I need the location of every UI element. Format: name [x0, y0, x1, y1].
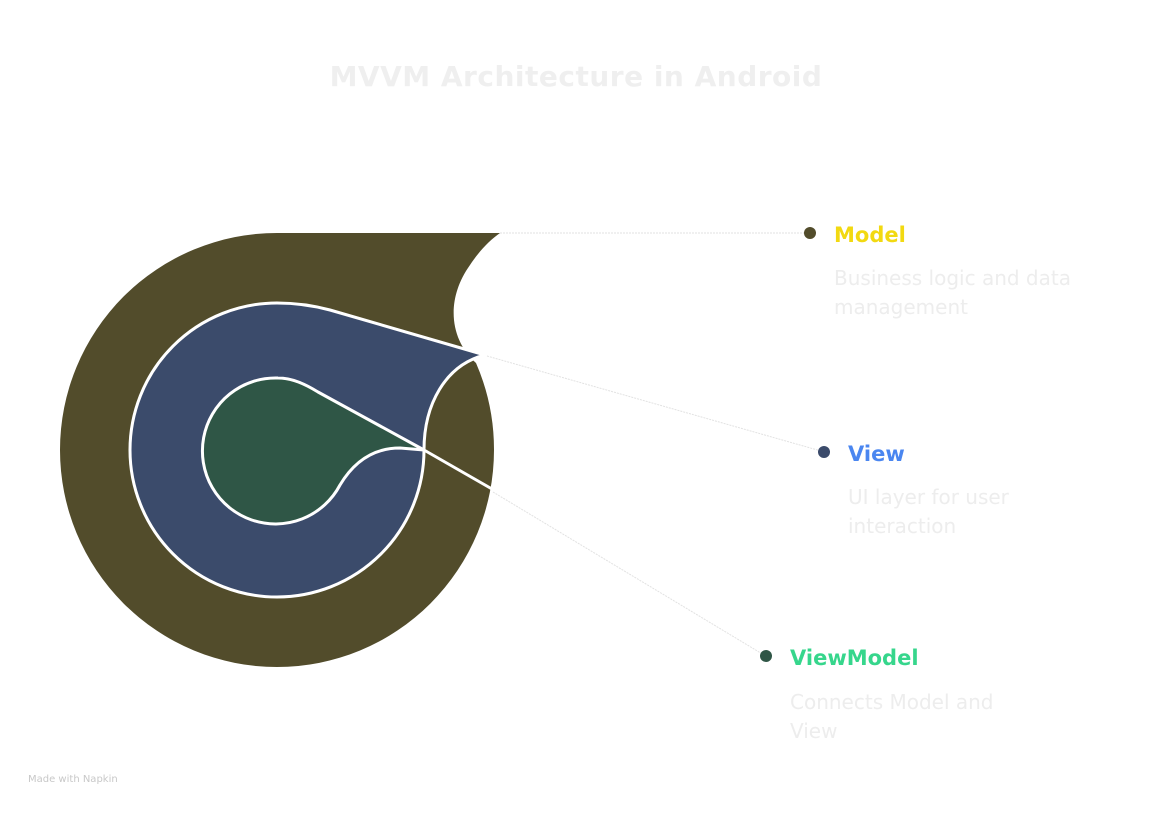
model-label: Model [834, 223, 906, 247]
viewmodel-layer-shape[interactable] [200, 376, 426, 526]
view-label: View [848, 442, 905, 466]
view-description: UI layer for user interaction [848, 485, 1009, 538]
diagram-title: MVVM Architecture in Android [329, 60, 823, 93]
viewmodel-description: Connects Model and View [790, 690, 994, 743]
divider-line [423, 448, 493, 491]
model-dot [804, 227, 816, 239]
viewmodel-connector [492, 491, 765, 656]
view-dot [818, 446, 830, 458]
footer-credit: Made with Napkin [28, 774, 118, 785]
viewmodel-dot [760, 650, 772, 662]
model-description: Business logic and data management [834, 266, 1071, 319]
view-connector [486, 355, 822, 452]
viewmodel-label: ViewModel [790, 646, 919, 670]
